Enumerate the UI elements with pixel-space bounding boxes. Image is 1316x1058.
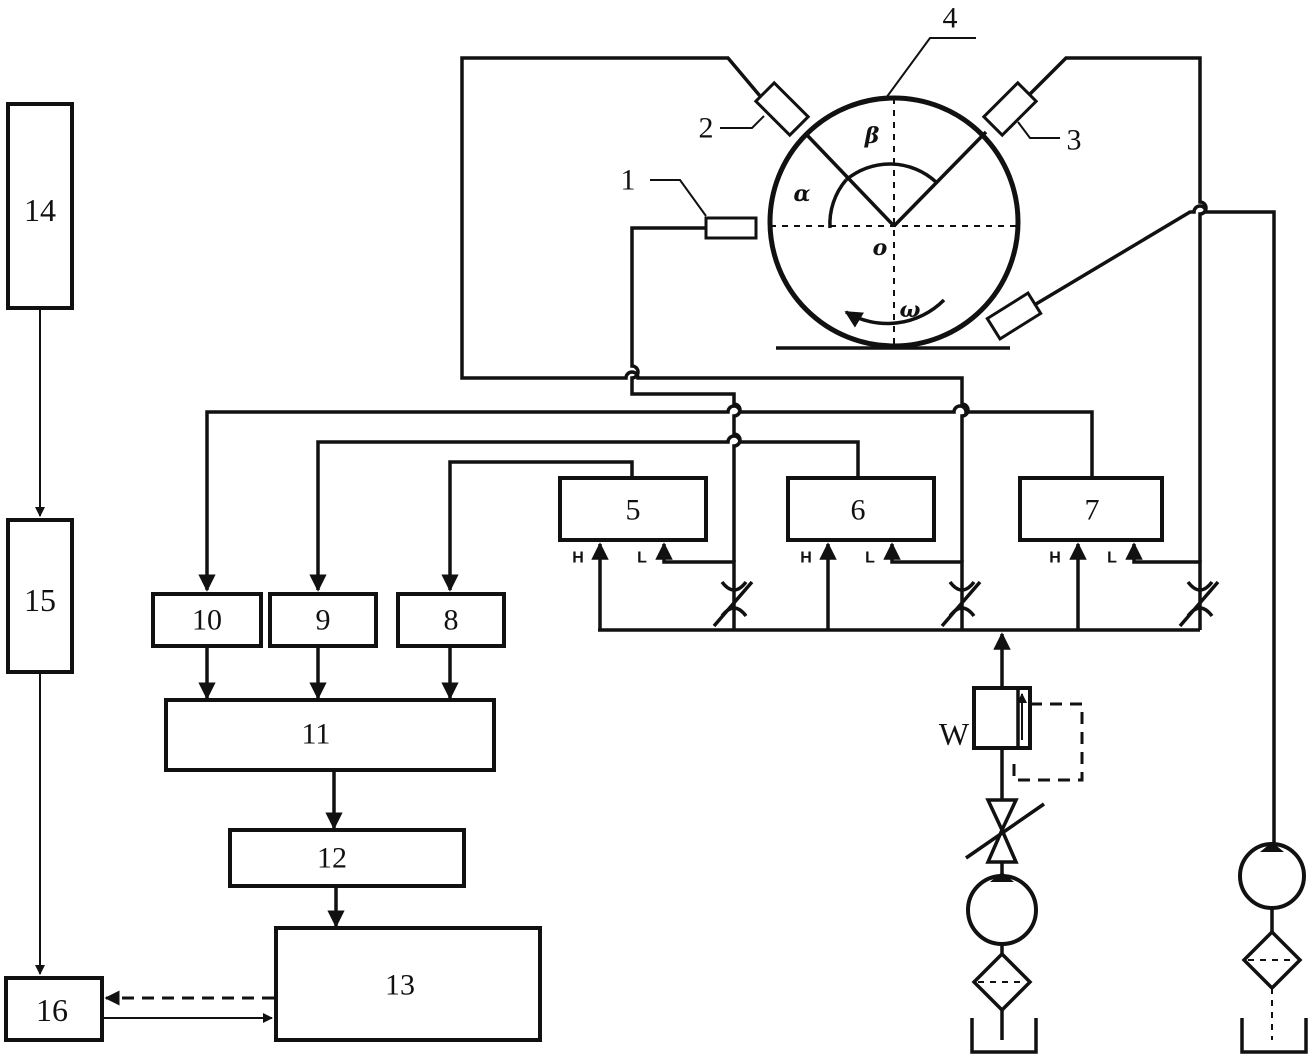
- svg-text:7: 7: [1085, 494, 1100, 527]
- leader-4: [885, 37, 976, 99]
- block-14: 14: [6, 102, 74, 310]
- svg-text:15: 15: [24, 582, 56, 618]
- throttle-check-valve-icon: [965, 798, 1045, 864]
- transducer-6: 6 H L: [786, 476, 936, 567]
- signal-5-to-8: [441, 460, 634, 592]
- block-12: 12: [228, 828, 466, 888]
- sensor-2: [753, 80, 811, 138]
- block-16: 16: [4, 976, 104, 1042]
- svg-text:6: 6: [851, 494, 866, 527]
- svg-text:β: β: [864, 123, 880, 149]
- svg-text:10: 10: [192, 604, 222, 637]
- label-1: 1: [621, 164, 636, 197]
- label-4: 4: [943, 2, 958, 35]
- svg-text:5: 5: [626, 494, 641, 527]
- block-15: 15: [6, 518, 74, 674]
- pump-icon: [966, 872, 1038, 946]
- line-sensor-1: [630, 226, 742, 562]
- block-11: 11: [164, 698, 496, 772]
- leader-3: [1017, 121, 1060, 139]
- sensor-3: [981, 80, 1039, 138]
- low-port-5: [655, 542, 736, 630]
- svg-text:11: 11: [302, 718, 331, 751]
- throttle-valve-icon: [1178, 580, 1220, 628]
- svg-text:14: 14: [24, 192, 56, 228]
- throttle-valve-icon: [712, 580, 754, 628]
- svg-text:L: L: [1107, 550, 1117, 567]
- svg-text:H: H: [572, 550, 584, 567]
- low-port-6: [883, 542, 964, 630]
- rotor-disc: β α o ω: [767, 95, 1022, 350]
- tank-icon: [970, 1018, 1038, 1054]
- low-port-7: [1125, 542, 1202, 630]
- line-sensor-3: [1026, 56, 1208, 562]
- block-13: 13: [274, 926, 542, 1042]
- svg-text:ω: ω: [900, 297, 921, 323]
- svg-text:L: L: [637, 550, 647, 567]
- svg-text:9: 9: [316, 604, 331, 637]
- return-pump-icon: [1238, 842, 1306, 910]
- sensor-lower: [985, 291, 1043, 341]
- transducer-7: 7 H L: [1018, 476, 1164, 567]
- line-sensor-2: [460, 56, 970, 562]
- sensor-1: [704, 216, 758, 240]
- label-2: 2: [699, 112, 714, 145]
- filter-icon: [1241, 929, 1303, 991]
- svg-text:16: 16: [36, 992, 68, 1028]
- svg-text:8: 8: [444, 604, 459, 637]
- line-lower-sensor: [1035, 204, 1276, 846]
- label-3: 3: [1067, 124, 1082, 157]
- svg-text:12: 12: [317, 842, 347, 875]
- svg-text:W: W: [939, 716, 970, 752]
- svg-text:13: 13: [385, 969, 415, 1002]
- svg-text:H: H: [1049, 550, 1061, 567]
- transducer-5: 5 H L: [558, 476, 708, 567]
- block-9: 9: [268, 592, 378, 648]
- svg-text:H: H: [800, 550, 812, 567]
- throttle-valve-icon: [940, 580, 982, 628]
- block-8: 8: [396, 592, 506, 648]
- svg-text:o: o: [873, 235, 888, 261]
- svg-text:α: α: [794, 181, 811, 207]
- svg-text:L: L: [865, 550, 875, 567]
- tank-icon: [1240, 1018, 1308, 1054]
- block-10: 10: [151, 592, 263, 648]
- signal-7-to-10: [198, 404, 1094, 592]
- leader-1: [650, 179, 707, 217]
- valve-w: W: [939, 686, 1084, 782]
- filter-icon: [971, 951, 1033, 1013]
- leader-2: [720, 115, 765, 129]
